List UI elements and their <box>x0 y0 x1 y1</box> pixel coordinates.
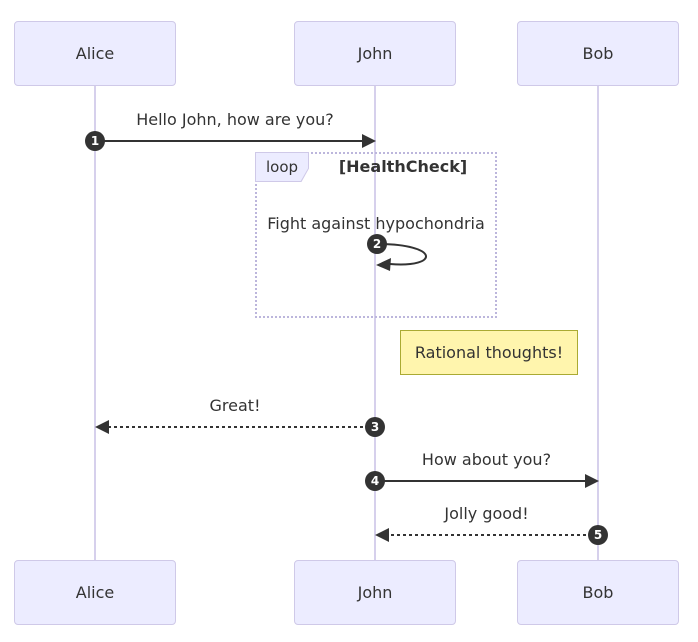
note-label: Rational thoughts! <box>414 343 564 362</box>
loop-frame <box>255 152 497 318</box>
sequence-number-badge: 5 <box>588 525 608 545</box>
actor-label: John <box>357 583 393 602</box>
actor-label: John <box>357 44 393 63</box>
actor-bottom-john: John <box>294 560 456 625</box>
loop-label-tag: loop <box>255 152 309 182</box>
message-2-label: Fight against hypochondria <box>267 214 485 233</box>
actor-label: Bob <box>582 44 614 63</box>
sequence-number-badge: 2 <box>367 234 387 254</box>
message-4-label: How about you? <box>421 450 552 469</box>
sequence-number-badge: 1 <box>85 131 105 151</box>
message-3-label: Great! <box>209 396 261 415</box>
actor-top-alice: Alice <box>14 21 176 86</box>
sequence-number-badge: 4 <box>365 471 385 491</box>
loop-label: loop <box>256 153 308 181</box>
actor-bottom-bob: Bob <box>517 560 679 625</box>
actor-top-bob: Bob <box>517 21 679 86</box>
message-2-selfloop-line <box>376 243 427 266</box>
message-5-label: Jolly good! <box>444 504 529 523</box>
message-1-arrowhead-icon <box>362 134 376 148</box>
message-1-label: Hello John, how are you? <box>136 110 334 129</box>
message-5-arrowhead-icon <box>375 528 389 542</box>
actor-label: Alice <box>75 44 115 63</box>
message-3-arrowhead-icon <box>95 420 109 434</box>
actor-top-john: John <box>294 21 456 86</box>
actor-label: Bob <box>582 583 614 602</box>
actor-bottom-alice: Alice <box>14 560 176 625</box>
message-4-arrowhead-icon <box>585 474 599 488</box>
note-box: Rational thoughts! <box>400 330 578 375</box>
loop-condition: [HealthCheck] <box>338 157 468 176</box>
sequence-number-badge: 3 <box>365 417 385 437</box>
actor-label: Alice <box>75 583 115 602</box>
message-2-arrowhead-icon <box>376 258 391 271</box>
